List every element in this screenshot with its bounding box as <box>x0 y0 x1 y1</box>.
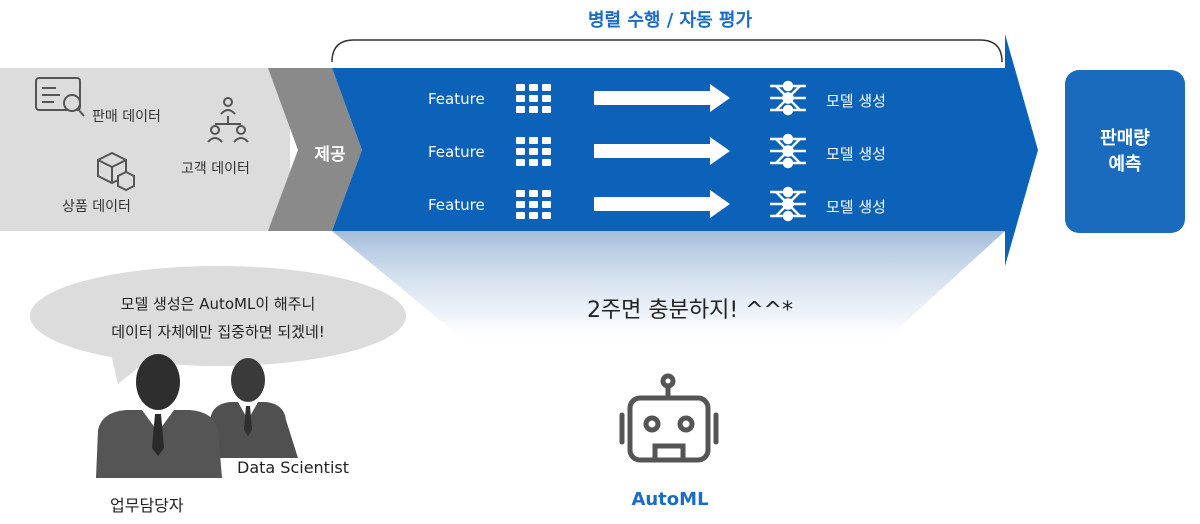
robot-icon <box>619 373 719 463</box>
speech-line-1: 모델 생성은 AutoML이 해주니 <box>120 295 316 313</box>
customer-data-label: 고객 데이터 <box>181 161 250 177</box>
product-data-label: 상품 데이터 <box>62 199 131 215</box>
automl-label: AutoML <box>631 489 709 510</box>
data-source-panel <box>0 68 290 231</box>
parallel-eval-title: 병렬 수행 / 자동 평가 <box>587 10 753 31</box>
person-icon <box>96 354 298 478</box>
two-weeks-caption: 2주면 충분하지! ^^* <box>586 298 794 323</box>
feature-label: Feature <box>428 90 485 108</box>
model-generation-label: 모델 생성 <box>826 92 886 110</box>
parallel-bracket <box>331 39 1003 63</box>
right-arrow-icon <box>594 84 730 218</box>
feature-label: Feature <box>428 143 485 161</box>
provide-chevron <box>268 68 362 231</box>
model-generation-label: 모델 생성 <box>826 198 886 216</box>
feature-grid-icon <box>516 84 551 219</box>
result-line-2: 예측 <box>1108 153 1142 175</box>
data-scientist-label: Data Scientist <box>237 458 349 477</box>
model-generation-label: 모델 생성 <box>826 145 886 163</box>
speech-bubble-text: 모델 생성은 AutoML이 해주니 데이터 자체에만 집중하면 되겠네! <box>48 290 388 346</box>
result-line-1: 판매량 <box>1100 127 1150 149</box>
speech-bubble <box>30 266 406 366</box>
document-search-icon <box>35 77 85 117</box>
provide-label: 제공 <box>314 145 346 165</box>
cube-boxes-icon <box>97 151 135 192</box>
neural-network-icon <box>770 80 806 222</box>
automl-fade <box>332 231 1005 345</box>
speech-line-2: 데이터 자체에만 집중하면 되겠네! <box>111 323 325 341</box>
sales-data-label: 판매 데이터 <box>92 109 161 125</box>
users-hierarchy-icon <box>207 97 249 143</box>
feature-label: Feature <box>428 196 485 214</box>
sales-forecast-box: 판매량 예측 <box>1065 70 1185 233</box>
business-owner-label: 업무담당자 <box>110 496 184 515</box>
speech-bubble-tail <box>110 350 150 384</box>
